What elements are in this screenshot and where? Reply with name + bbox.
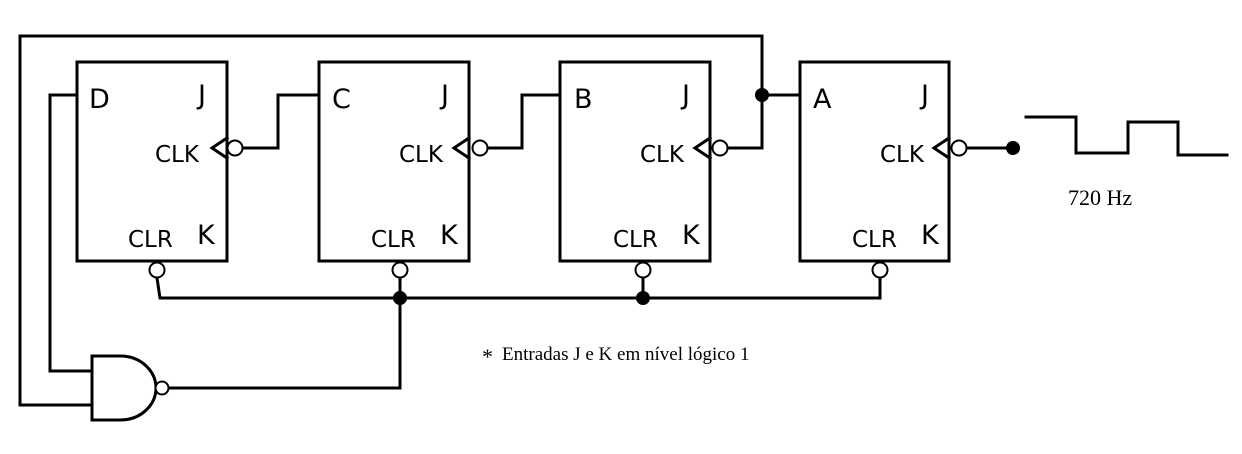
- clk-inversion-bubble: [471, 139, 489, 157]
- clock-source-dot: [1006, 141, 1020, 155]
- clock-triangle-icon: [209, 135, 230, 161]
- k-input-label: K: [440, 220, 459, 251]
- clr-bus: [155, 276, 882, 300]
- clk-label: CLK: [155, 142, 200, 168]
- nand-gate-body: [90, 354, 158, 422]
- flipflop-body: [317, 60, 471, 263]
- clr-inversion-bubble: [871, 261, 889, 279]
- clr-label: CLR: [128, 227, 173, 253]
- clr-inversion-bubble: [148, 261, 166, 279]
- flipflop-name: D: [89, 84, 110, 115]
- clk-inversion-bubble: [226, 139, 244, 157]
- clock-square-wave: [1024, 115, 1229, 157]
- clr-inversion-bubble: [634, 261, 652, 279]
- nand-output-bubble: [154, 380, 170, 396]
- clock-triangle-icon: [692, 135, 713, 161]
- junction-dot-clr-c: [393, 291, 407, 305]
- clock-frequency-label: 720 Hz: [1068, 185, 1132, 210]
- clock-triangle-icon: [451, 135, 472, 161]
- junction-dot-clr-b: [636, 291, 650, 305]
- wire-d-to-c: [241, 93, 321, 150]
- clr-inversion-bubble: [391, 261, 409, 279]
- note-text: Entradas J e K em nível lógico 1: [502, 344, 749, 365]
- k-input-label: K: [921, 220, 940, 251]
- wire-d-input-to-nand: [48, 93, 94, 373]
- clk-label: CLK: [399, 142, 444, 168]
- clr-label: CLR: [371, 227, 416, 253]
- flipflop-name: B: [574, 84, 593, 115]
- clk-label: CLK: [880, 142, 925, 168]
- flipflop-a: A J CLK CLR K: [798, 60, 968, 279]
- flipflop-c: C J CLK CLR K: [317, 60, 489, 279]
- wire-c-to-b: [486, 93, 562, 150]
- clk-label: CLK: [640, 142, 685, 168]
- flipflop-name: C: [332, 84, 351, 115]
- clock-triangle-icon: [931, 135, 952, 161]
- flipflop-body: [558, 60, 712, 263]
- clk-inversion-bubble: [711, 139, 729, 157]
- k-input-label: K: [682, 220, 701, 251]
- flipflop-d: D J CLK CLR K: [75, 60, 244, 279]
- nand-out-wire: [166, 296, 402, 390]
- flipflop-body: [798, 60, 951, 263]
- j-input-label: J: [439, 80, 449, 111]
- flipflop-name: A: [813, 84, 832, 115]
- clr-label: CLR: [613, 227, 658, 253]
- note-asterisk: *: [482, 344, 493, 369]
- clr-label: CLR: [852, 227, 897, 253]
- flipflop-b: B J CLK CLR K: [558, 60, 729, 279]
- j-input-label: J: [919, 80, 929, 111]
- k-input-label: K: [197, 220, 216, 251]
- junction-dot-a: [755, 88, 769, 102]
- nand-gate: [90, 354, 170, 422]
- flipflop-body: [75, 60, 229, 263]
- j-input-label: J: [680, 80, 690, 111]
- j-input-label: J: [196, 80, 206, 111]
- clk-inversion-bubble: [950, 139, 968, 157]
